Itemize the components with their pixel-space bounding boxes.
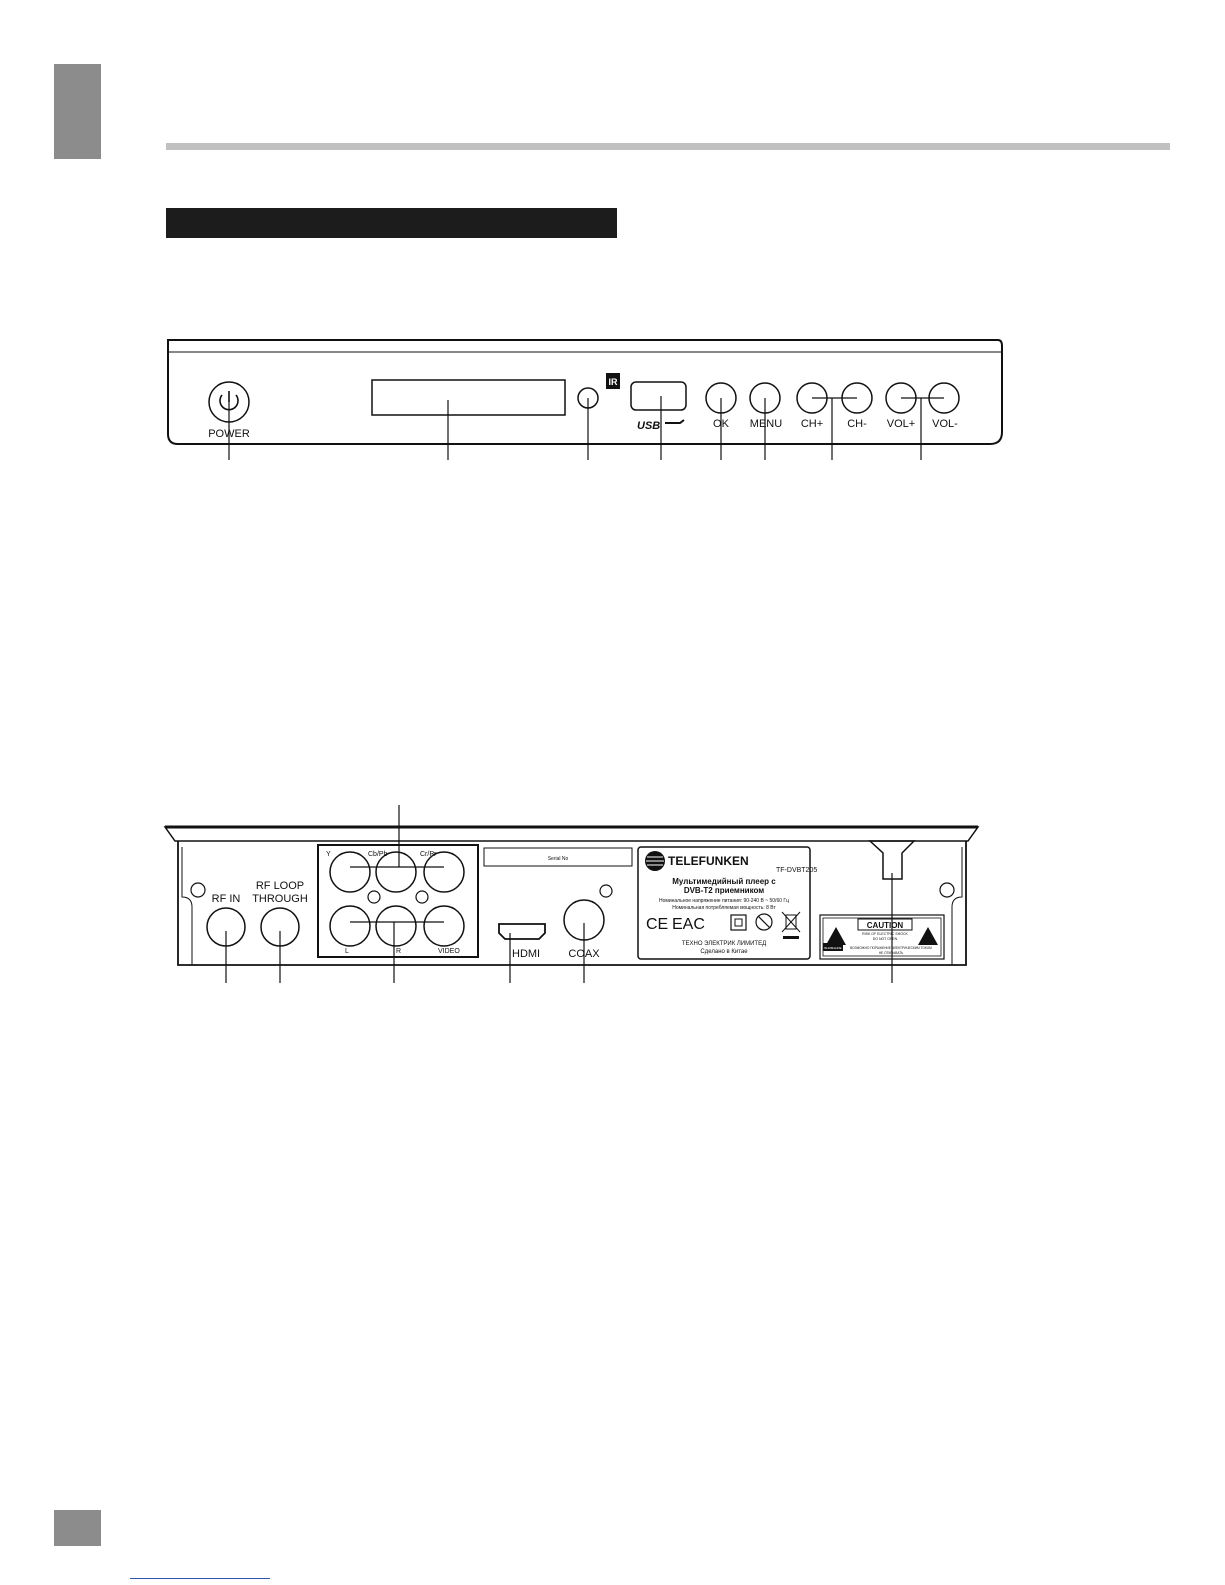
product-line-1: Мультимедийный плеер с: [672, 877, 776, 886]
ce-mark: CE: [646, 916, 668, 933]
serial-number-sticker: [483, 847, 633, 867]
front-panel-diagram: POWER IR USB OK MENU CH+ CH- VOL+ VOL-: [167, 339, 1003, 460]
page-number-tab: [54, 1510, 101, 1546]
ir-label: IR: [609, 377, 619, 387]
display-window: [371, 379, 566, 416]
rf-loop-label: RF LOOP: [256, 880, 304, 892]
usb-icon: [665, 419, 685, 424]
model-number: TF-DVBT205: [776, 867, 817, 874]
no-moisture-icon: [755, 913, 773, 931]
audio-r-connector: [375, 905, 417, 947]
front-panel-outline: [167, 339, 1003, 445]
eac-mark: EAC: [672, 916, 705, 933]
crpr-connector: [423, 851, 465, 893]
caution-title: CAUTION: [867, 921, 904, 930]
shock-warning-icon: [826, 927, 846, 945]
l-label: L: [345, 948, 349, 955]
spec-voltage: Номинальное напряжение питания: 90-240 В…: [659, 898, 789, 904]
video-label: VIDEO: [438, 948, 460, 955]
hdmi-connector: [498, 923, 546, 940]
weee-bin-icon: [781, 911, 801, 939]
caution-line-2: DO NOT OPEN: [873, 937, 898, 941]
telefunken-logo: [645, 851, 665, 871]
vol-plus-label: VOL+: [887, 418, 915, 430]
ir-icon: [606, 373, 620, 389]
section-heading-bar: [166, 208, 617, 238]
caution-label-sticker: [819, 914, 945, 960]
page-tab-marker: [54, 64, 101, 159]
caution-line-1: RISK OF ELECTRIC SHOCK: [862, 932, 908, 936]
spec-power: Номинальная потребляемая мощность: 8 Вт: [672, 905, 776, 911]
product-label-sticker: [637, 846, 811, 960]
y-connector: [329, 851, 371, 893]
caution-side: ВНИМАНИЕ: [824, 946, 841, 950]
cbpb-label: Cb/Pb: [368, 851, 388, 858]
av-connector-block: [317, 844, 479, 958]
r-label: R: [396, 948, 401, 955]
screw-hole-right: [939, 882, 955, 898]
rf-in-label: RF IN: [212, 893, 241, 905]
rear-callout-lines: [225, 805, 893, 983]
video-connector: [423, 905, 465, 947]
crpr-label: Cr/Pr: [420, 851, 437, 858]
rear-panel-lid: [163, 826, 980, 842]
vol-minus-label: VOL-: [932, 418, 958, 430]
ch-plus-label: CH+: [801, 418, 823, 430]
exclamation-warning-icon: [918, 927, 938, 945]
menu-label: MENU: [750, 418, 782, 430]
audio-l-connector: [329, 905, 371, 947]
caution-ru: ВОЗМОЖНО ПОРАЖЕНИЕ ЭЛЕКТРИЧЕСКИМ ТОКОМ: [850, 946, 932, 950]
brand-name: TELEFUNKEN: [668, 854, 749, 868]
product-line-2: DVB-T2 приемником: [684, 886, 764, 895]
hdmi-label: HDMI: [512, 948, 540, 960]
cbpb-connector: [375, 851, 417, 893]
footer-rule: [130, 1578, 270, 1579]
header-rule: [166, 143, 1170, 150]
rear-panel-diagram: RF IN RF LOOP THROUGH Y Cb/Pb Cr/Pr L R …: [163, 805, 980, 983]
rf-loop-label-2: THROUGH: [252, 893, 308, 905]
ch-minus-label: CH-: [847, 418, 867, 430]
y-label: Y: [326, 851, 331, 858]
usb-port: [630, 381, 687, 411]
front-callout-lines: [228, 396, 944, 460]
power-cord-grommet: [868, 840, 916, 880]
caution-ru-2: НЕ ОТКРЫВАТЬ: [879, 951, 903, 955]
usb-label: USB: [637, 420, 660, 432]
screw-hole-left: [190, 882, 206, 898]
serial-label: Serial No: [548, 856, 569, 862]
country-of-origin: Сделано в Китае: [700, 949, 748, 955]
rear-panel-outline: [177, 841, 967, 966]
company-name: ТЕХНО ЭЛЕКТРИК ЛИМИТЕД: [682, 941, 766, 947]
double-insulation-icon: [730, 914, 747, 931]
